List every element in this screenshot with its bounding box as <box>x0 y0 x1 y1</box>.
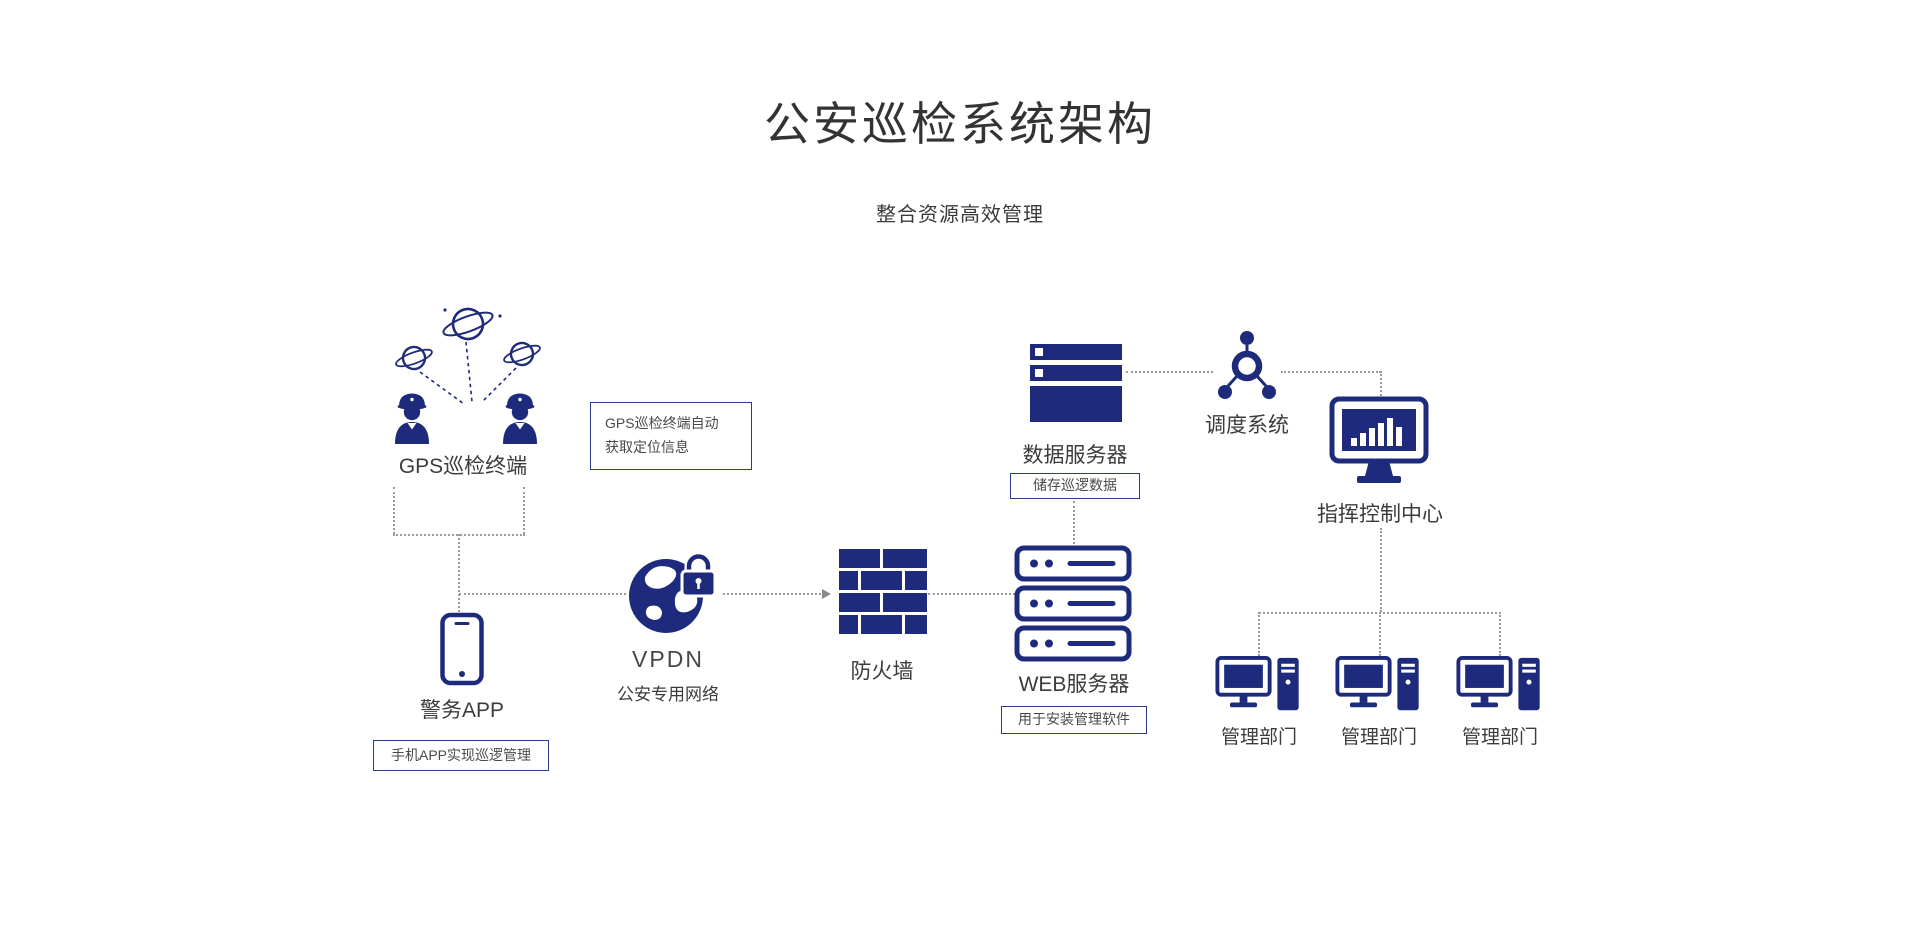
connector-gps-to-app <box>458 534 460 612</box>
gps-note-line1: GPS巡检终端自动 <box>605 415 719 432</box>
command-center-label: 指挥控制中心 <box>1317 503 1443 526</box>
connector-app-to-vpdn <box>459 593 626 595</box>
connector-dept-1 <box>1258 612 1260 656</box>
police-app-note-box: 手机APP实现巡逻管理 <box>373 740 549 771</box>
data-server-icon <box>1030 344 1122 422</box>
police-app-icon <box>440 612 484 686</box>
dispatch-network-icon <box>1218 331 1276 399</box>
vpdn-sublabel: 公安专用网络 <box>617 685 719 704</box>
department-computer-icon <box>1215 656 1299 711</box>
gps-terminal-label: GPS巡检终端 <box>398 455 528 478</box>
gps-satellites-icon <box>391 307 545 444</box>
connector-dept-2 <box>1379 612 1381 656</box>
police-app-label: 警务APP <box>419 699 505 722</box>
vpdn-label: VPDN <box>632 646 704 672</box>
data-server-note-box: 储存巡逻数据 <box>1010 473 1140 499</box>
connector-dispatch-to-cc-v <box>1380 371 1382 396</box>
connector-firewall-to-web <box>928 593 1015 595</box>
data-server-label: 数据服务器 <box>1022 444 1128 467</box>
gps-note-box: GPS巡检终端自动 获取定位信息 <box>590 402 752 470</box>
connector-gps-left <box>393 487 395 534</box>
connector-data-to-dispatch <box>1126 371 1213 373</box>
department-2-label: 管理部门 <box>1340 727 1418 748</box>
connector-web-to-data <box>1073 501 1075 544</box>
department-computer-icon <box>1335 656 1419 711</box>
gps-note-line2: 获取定位信息 <box>605 439 689 455</box>
department-3-label: 管理部门 <box>1461 727 1539 748</box>
connector-vpdn-to-firewall <box>723 593 821 595</box>
connector-cc-down <box>1380 528 1382 612</box>
department-1-label: 管理部门 <box>1220 727 1298 748</box>
firewall-icon <box>839 549 927 634</box>
web-server-note-box: 用于安装管理软件 <box>1001 706 1147 734</box>
page-title: 公安巡检系统架构 <box>764 98 1156 150</box>
web-server-icon <box>1014 545 1132 662</box>
page-subtitle: 整合资源高效管理 <box>876 204 1044 226</box>
web-server-label: WEB服务器 <box>1018 673 1130 696</box>
arrow-to-firewall-icon <box>822 588 831 599</box>
firewall-label: 防火墙 <box>850 660 914 683</box>
department-computer-icon <box>1456 656 1540 711</box>
connector-dept-3 <box>1499 612 1501 656</box>
connector-gps-right <box>523 487 525 534</box>
connector-dispatch-to-cc-h <box>1281 371 1381 373</box>
dispatch-label: 调度系统 <box>1205 414 1289 437</box>
vpdn-globe-icon <box>629 552 717 633</box>
command-center-icon <box>1329 396 1429 483</box>
